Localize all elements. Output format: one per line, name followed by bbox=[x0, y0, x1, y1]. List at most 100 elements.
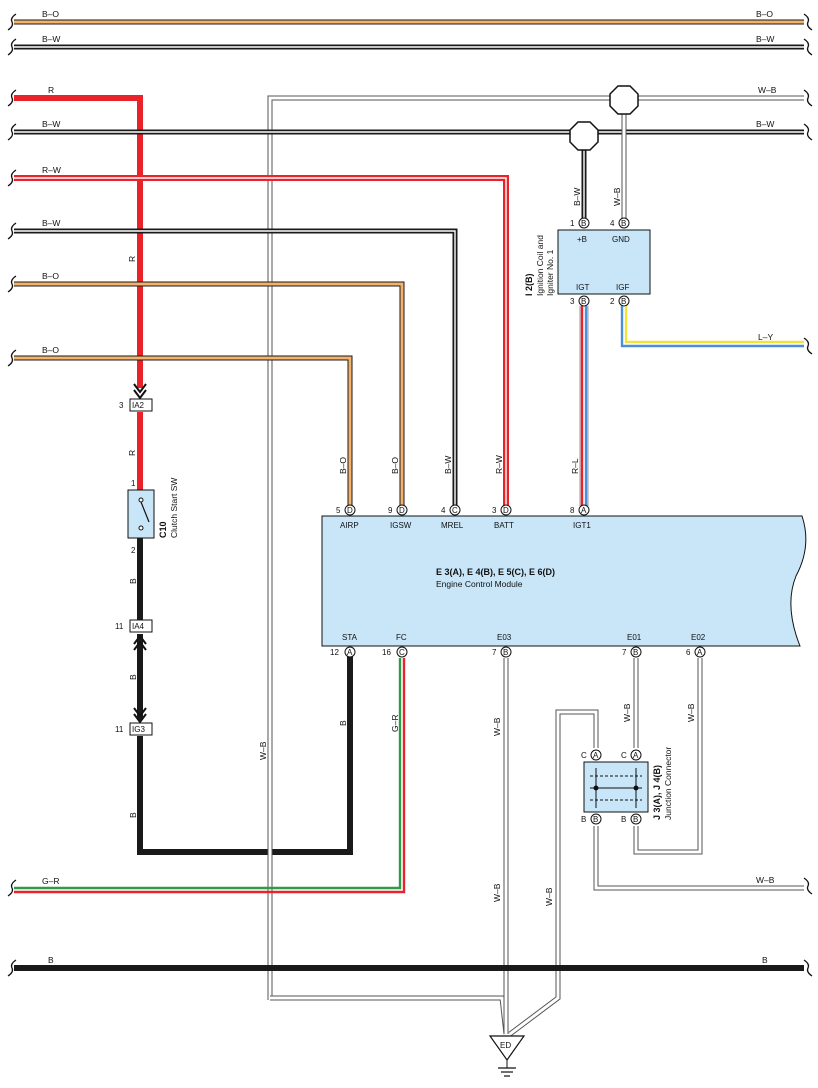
ecm-terminal-label: STA bbox=[342, 633, 358, 642]
ecm-pin-letter: B bbox=[503, 648, 508, 657]
bus-label: W–B bbox=[758, 85, 777, 95]
connector-arrow-icon bbox=[133, 707, 147, 718]
wire-label: G–R bbox=[390, 715, 400, 732]
connector-arrow-icon bbox=[133, 383, 147, 394]
coil-pins bbox=[578, 217, 630, 307]
ecm-terminal-label: FC bbox=[396, 633, 407, 642]
bus-label: B–O bbox=[42, 345, 59, 355]
switch-code: C10 bbox=[158, 521, 168, 538]
ecm-pin-letter: D bbox=[347, 506, 353, 515]
ecm-pin-letter: A bbox=[347, 648, 353, 657]
bus-label: B–W bbox=[42, 218, 60, 228]
ecm-terminal-label: BATT bbox=[494, 521, 514, 530]
wire-label: B–W bbox=[572, 188, 582, 206]
ecm-pin-num: 12 bbox=[330, 648, 339, 657]
ecm-pin-num: 5 bbox=[336, 506, 341, 515]
junction-pin-num: C bbox=[581, 751, 587, 760]
bus-label: W–B bbox=[756, 875, 775, 885]
connector-arrow-icon bbox=[133, 634, 147, 645]
wire-w-b-e02 bbox=[633, 658, 703, 855]
bus-label: B–O bbox=[756, 9, 773, 19]
wire-label: B bbox=[128, 674, 138, 680]
ecm-pin-letter: A bbox=[581, 506, 587, 515]
ecm-terminal-label: E01 bbox=[627, 633, 642, 642]
wire-label: B bbox=[338, 720, 348, 726]
ecm-pin-num: 8 bbox=[570, 506, 575, 515]
switch-pin: 2 bbox=[131, 546, 136, 555]
coil-pin-num: 2 bbox=[610, 297, 615, 306]
bus-end-brackets bbox=[7, 13, 813, 977]
ecm-terminal-label: IGT1 bbox=[573, 521, 591, 530]
junction-pin-num: B bbox=[621, 815, 626, 824]
connector-ig3 bbox=[129, 722, 153, 736]
wire-r-l-igt bbox=[579, 306, 589, 506]
coil-terminal-label: IGT bbox=[576, 283, 589, 292]
wire-b-o-igsw bbox=[14, 281, 405, 506]
wire-r-w-batt bbox=[14, 175, 509, 506]
junction-pins bbox=[590, 749, 642, 825]
junction-pin-letter: A bbox=[633, 751, 639, 760]
connector-label: IA4 bbox=[132, 622, 145, 631]
wire-w-b-junction bbox=[508, 709, 599, 1036]
wire-label: R–W bbox=[494, 455, 504, 474]
coil-pin-letter: B bbox=[621, 297, 626, 306]
coil-pin-letter: B bbox=[621, 219, 626, 228]
ecm-pin-num: 7 bbox=[622, 648, 627, 657]
wire-label: B–O bbox=[338, 457, 348, 474]
bus-label: B–W bbox=[756, 34, 774, 44]
bus-label: R–W bbox=[42, 165, 61, 175]
junction-internal bbox=[590, 768, 642, 808]
coil-terminal-label: IGF bbox=[616, 283, 629, 292]
bus-label: L–Y bbox=[758, 332, 773, 342]
wire-label: W–B bbox=[686, 703, 696, 722]
junction-pin-letter: B bbox=[633, 815, 638, 824]
connector-label: IG3 bbox=[132, 725, 145, 734]
ecm-pin-letter: B bbox=[633, 648, 638, 657]
connector-ia2 bbox=[129, 398, 153, 412]
wire-label: R bbox=[127, 450, 137, 456]
ecm-terminal-label: MREL bbox=[441, 521, 464, 530]
ecm-bottom-pins bbox=[344, 646, 706, 658]
wire-label: B–W bbox=[443, 456, 453, 474]
bus-label: B–W bbox=[756, 119, 774, 129]
wire-g-r-fc bbox=[14, 658, 406, 894]
bus-label: B–W bbox=[42, 119, 60, 129]
ecm-terminal-label: AIRP bbox=[340, 521, 359, 530]
connector-pin: 3 bbox=[119, 401, 124, 410]
ecm-terminal-label: E03 bbox=[497, 633, 512, 642]
coil-pin-num: 4 bbox=[610, 219, 615, 228]
switch-pin: 1 bbox=[131, 479, 136, 488]
ecm-pin-letter: C bbox=[452, 506, 458, 515]
connector-ia4 bbox=[129, 619, 153, 633]
connector-label: IA2 bbox=[132, 401, 145, 410]
ecm-pin-num: 9 bbox=[388, 506, 393, 515]
connector-pin: 11 bbox=[115, 622, 124, 631]
ground-icon bbox=[488, 1035, 526, 1077]
ecm-pin-letter: A bbox=[697, 648, 703, 657]
ecm-pin-num: 3 bbox=[492, 506, 497, 515]
wire-b-o-airp bbox=[14, 355, 353, 506]
wire-label: W–B bbox=[612, 187, 622, 206]
ecm-box bbox=[321, 515, 807, 647]
coil-terminal-label: GND bbox=[612, 235, 630, 244]
coil-name-line2: Igniter No. 1 bbox=[545, 249, 555, 296]
ignition-coil-box bbox=[557, 229, 651, 295]
wire-label: W–B bbox=[544, 887, 554, 906]
bus-label: B–W bbox=[42, 34, 60, 44]
junction-name: Junction Connector bbox=[663, 747, 673, 820]
coil-pin-num: 3 bbox=[570, 297, 575, 306]
connector-arrow-icon bbox=[133, 640, 147, 651]
junction-pin-letter: A bbox=[593, 751, 599, 760]
wire-label: W–B bbox=[492, 883, 502, 902]
connector-arrow-icon bbox=[133, 713, 147, 724]
wire-b-w-mrel bbox=[14, 228, 458, 506]
ecm-pin-letter: C bbox=[399, 648, 405, 657]
ecm-title: E 3(A), E 4(B), E 5(C), E 6(D) bbox=[436, 567, 555, 577]
bus-label: R bbox=[48, 85, 54, 95]
wire-l-y-igf bbox=[620, 306, 804, 348]
coil-terminal-label: +B bbox=[577, 235, 587, 244]
ecm-terminal-label: E02 bbox=[691, 633, 706, 642]
bus-label: B–O bbox=[42, 271, 59, 281]
junction-pin-num: C bbox=[621, 751, 627, 760]
